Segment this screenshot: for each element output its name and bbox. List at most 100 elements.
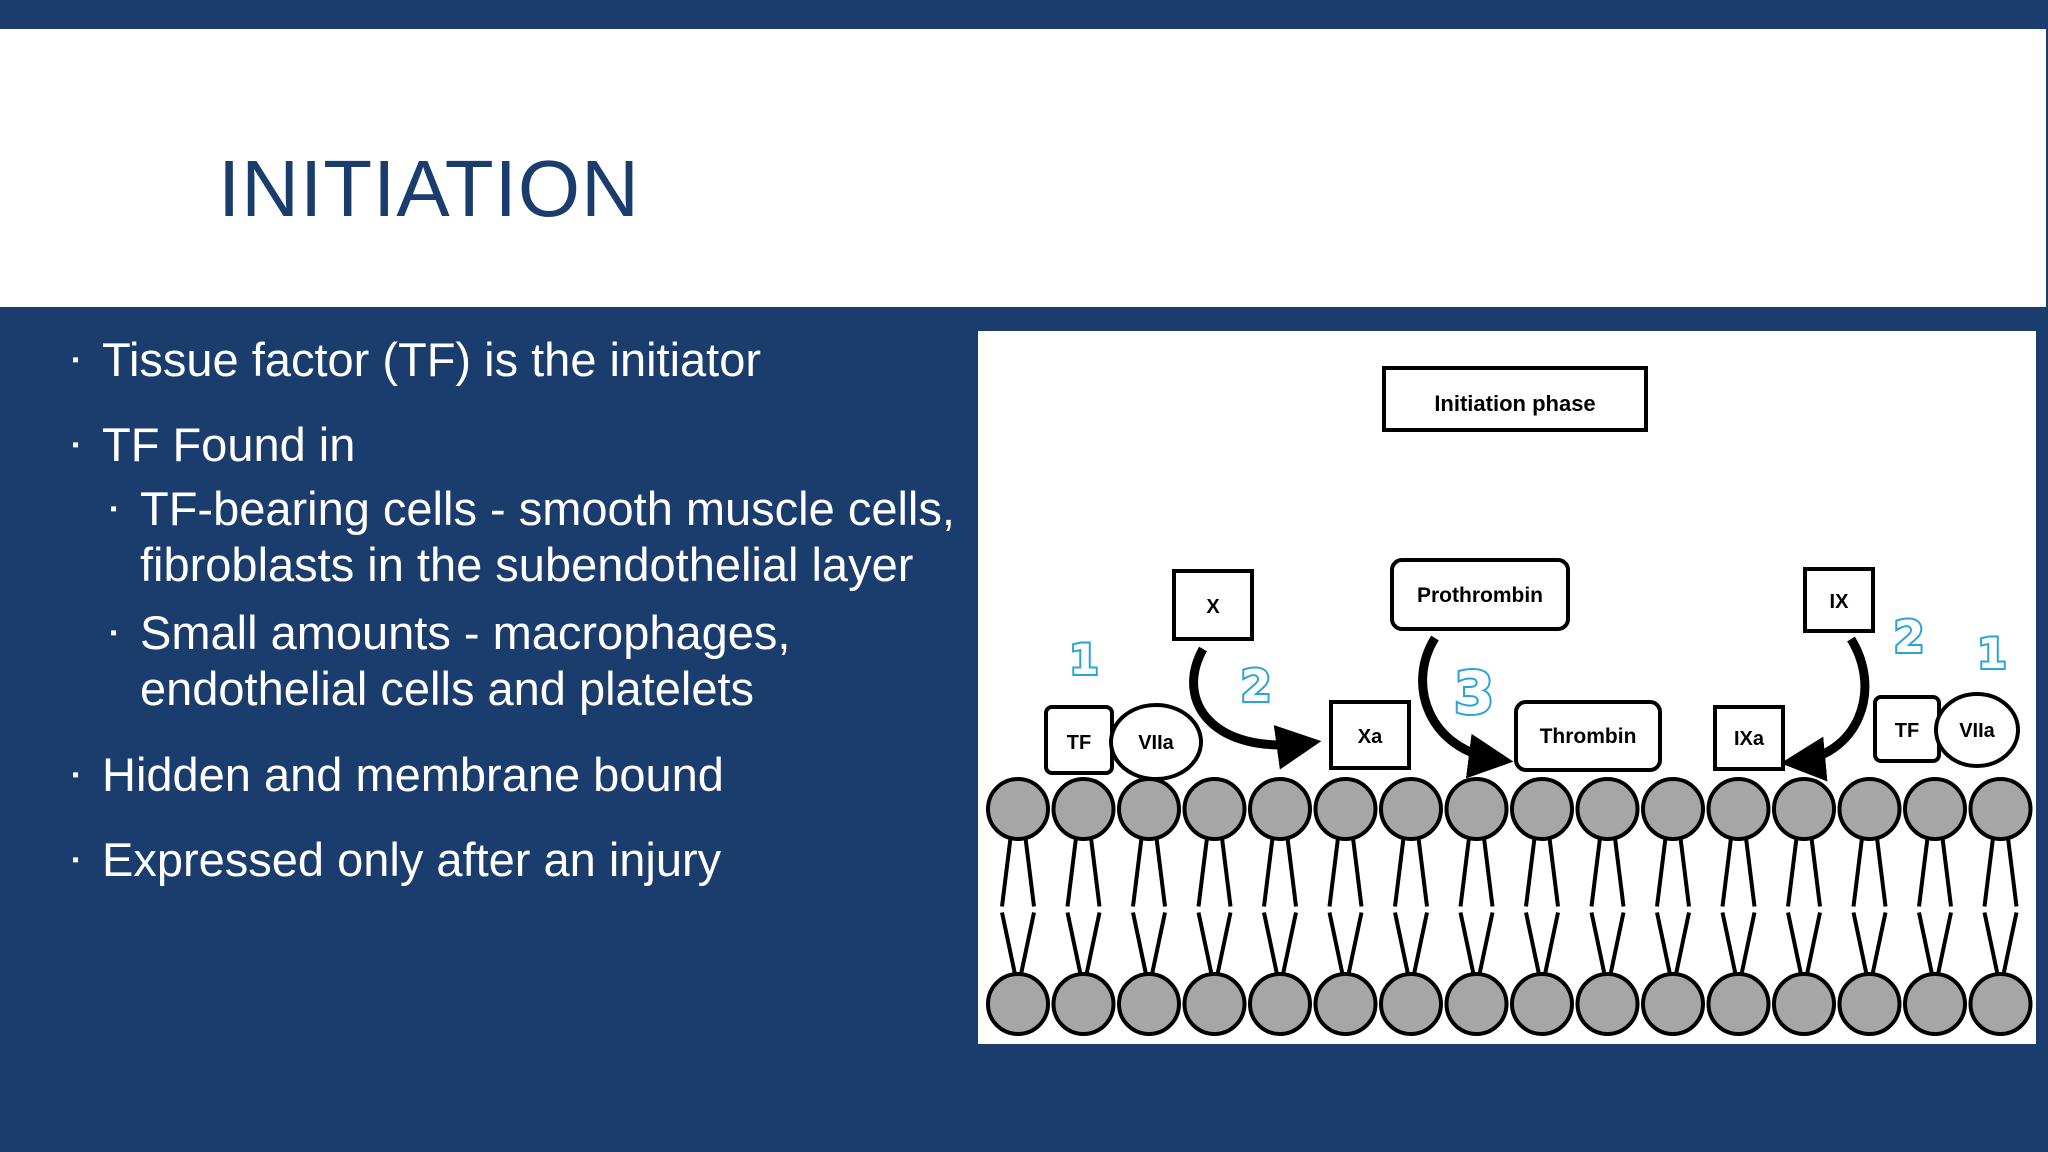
- step-number-2-left: 2: [1241, 661, 1272, 712]
- bullet-marker: ▪: [72, 349, 80, 371]
- lipid-heads: [986, 777, 2033, 1036]
- arrow-prothrombin-to-thrombin: [1418, 635, 1514, 779]
- bullet-text: Tissue factor (TF) is the initiator: [102, 333, 762, 386]
- prothrombin-label: Prothrombin: [1417, 584, 1543, 607]
- phase-label-box: [1382, 366, 1648, 432]
- lipid-tail: [1851, 833, 1888, 980]
- lipid-head: [1379, 972, 1443, 1036]
- lipid-head: [1313, 777, 1378, 841]
- lipid-tail: [1196, 833, 1233, 980]
- slide-title: INITIATION: [218, 144, 640, 233]
- bullet-item: ▪ Tissue factor (TF) is the initiator: [70, 332, 970, 388]
- lipid-head: [986, 972, 1050, 1036]
- prothrombin-box: [1390, 558, 1570, 631]
- lipid-head: [1968, 777, 2033, 841]
- factor-ix-label: IX: [1830, 591, 1850, 613]
- lipid-head: [1510, 972, 1574, 1036]
- lipid-head: [1837, 972, 1902, 1036]
- lipid-tail: [1655, 833, 1691, 980]
- lipid-head: [1706, 972, 1771, 1036]
- lipid-head: [1968, 972, 2033, 1036]
- lipid-head: [1051, 777, 1116, 841]
- lipid-tail: [1982, 833, 2019, 980]
- viia-right-label: VIIa: [1959, 720, 1995, 742]
- tf-left-label: TF: [1067, 732, 1091, 754]
- content-area: ▪ Tissue factor (TF) is the initiator ▪ …: [0, 307, 2048, 1152]
- bullet-list: ▪ Tissue factor (TF) is the initiator ▪ …: [70, 332, 970, 888]
- lipid-head: [1444, 972, 1509, 1036]
- lipid-head: [1641, 972, 1705, 1036]
- factor-x-label: X: [1206, 596, 1220, 618]
- factor-ixa-label: IXa: [1734, 728, 1765, 750]
- bullet-item: ▪ Hidden and membrane bound: [70, 747, 970, 803]
- lipid-tail: [1720, 833, 1757, 980]
- bullet-item: ▪ TF Found in: [70, 417, 970, 473]
- step-number-3: 3: [1454, 659, 1494, 727]
- phase-label: Initiation phase: [1434, 391, 1595, 416]
- lipid-tail: [1131, 833, 1167, 980]
- bullet-text: Expressed only after an injury: [102, 833, 722, 886]
- bullet-marker: ▪: [110, 622, 118, 644]
- lipid-head: [1903, 972, 1967, 1036]
- lipid-head: [1575, 777, 1640, 841]
- lipid-head: [1182, 777, 1247, 841]
- step-number-2-right: 2: [1894, 612, 1925, 663]
- lipid-head: [1379, 777, 1443, 841]
- title-area: INITIATION: [0, 29, 2046, 307]
- lipid-head: [1903, 777, 1967, 841]
- lipid-tail: [1458, 833, 1495, 980]
- lipid-tail: [1786, 833, 1822, 980]
- lipid-tail: [1524, 833, 1560, 980]
- step-number-1-left: 1: [1069, 635, 1098, 684]
- lipid-tail: [1262, 833, 1298, 980]
- lipid-head: [1772, 972, 1836, 1036]
- viia-right-oval: [1934, 692, 2020, 768]
- viia-left-label: VIIa: [1138, 732, 1174, 754]
- lipid-tail: [1917, 833, 1953, 980]
- lipid-head: [1444, 777, 1509, 841]
- bullet-marker: ▪: [110, 498, 118, 520]
- factor-xa-box: [1329, 700, 1411, 770]
- lipid-head: [1837, 777, 1902, 841]
- bullet-text: TF-bearing cells - smooth muscle cells,: [140, 482, 955, 535]
- bullet-text: Hidden and membrane bound: [102, 748, 724, 801]
- bullet-item: ▪ Expressed only after an injury: [70, 832, 970, 888]
- lipid-head: [1182, 972, 1247, 1036]
- diagram-canvas: Initiation phase TF VIIa X Xa Prothrombi…: [986, 366, 2033, 1036]
- bullet-text: Small amounts - macrophages,: [140, 606, 791, 659]
- lipid-head: [1117, 972, 1181, 1036]
- factor-ix-box: [1803, 567, 1875, 633]
- lipid-head: [1510, 777, 1574, 841]
- bullet-text-continued: fibroblasts in the subendothelial layer: [140, 538, 914, 591]
- lipid-head: [1313, 972, 1378, 1036]
- viia-left-oval: [1109, 703, 1203, 781]
- arrow-x-to-xa: [1189, 646, 1322, 770]
- arrow-ix-to-ixa: [1780, 636, 1870, 782]
- lipid-tail: [1327, 833, 1364, 980]
- factor-xa-label: Xa: [1358, 726, 1383, 748]
- bullet-marker: ▪: [72, 764, 80, 786]
- step-number-1-right: 1: [1977, 629, 2006, 678]
- lipid-tail: [1000, 833, 1036, 980]
- bullet-text: TF Found in: [102, 418, 356, 471]
- lipid-tail: [1065, 833, 1102, 980]
- lipid-head: [1248, 777, 1312, 841]
- lipid-tails: [1000, 833, 2019, 980]
- factor-ixa-box: [1713, 705, 1785, 771]
- initiation-diagram: Initiation phase TF VIIa X Xa Prothrombi…: [978, 331, 2036, 1044]
- lipid-head: [1706, 777, 1771, 841]
- lipid-tail: [1393, 833, 1429, 980]
- lipid-head: [986, 777, 1050, 841]
- factor-x-box: [1172, 569, 1254, 641]
- lipid-head: [1575, 972, 1640, 1036]
- sub-bullet-item: ▪ Small amounts - macrophages, endotheli…: [70, 605, 970, 717]
- sub-bullet-item: ▪ TF-bearing cells - smooth muscle cells…: [70, 481, 970, 593]
- bullet-text-continued: endothelial cells and platelets: [140, 662, 755, 715]
- bullet-marker: ▪: [72, 434, 80, 456]
- top-band: [0, 0, 2048, 29]
- lipid-head: [1051, 972, 1116, 1036]
- lipid-head: [1772, 777, 1836, 841]
- lipid-head: [1248, 972, 1312, 1036]
- tf-right-label: TF: [1895, 720, 1919, 742]
- lipid-tail: [1589, 833, 1626, 980]
